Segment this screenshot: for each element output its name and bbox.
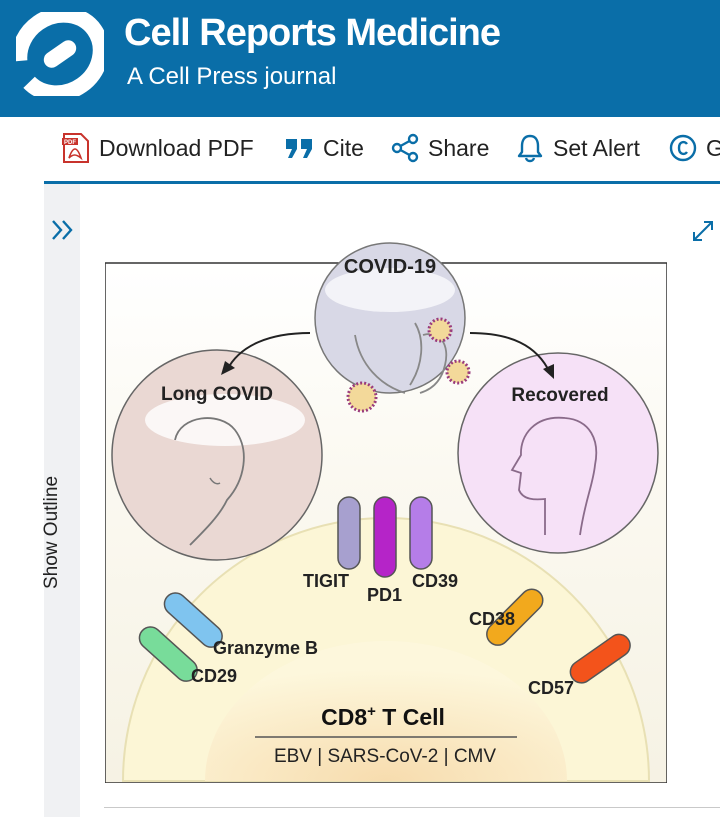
set-alert-button[interactable]: Set Alert <box>515 131 640 165</box>
quote-icon <box>286 139 312 158</box>
cite-button[interactable]: Cite <box>285 131 364 165</box>
journal-logo-icon[interactable] <box>16 12 104 96</box>
set-alert-label: Set Alert <box>553 134 640 161</box>
cd39-receptor <box>409 496 433 570</box>
get-rights-label: G <box>706 135 720 162</box>
pd1-receptor <box>373 496 397 578</box>
journal-header: Cell Reports Medicine A Cell Press journ… <box>0 0 720 117</box>
tigit-receptor <box>337 496 361 570</box>
long-covid-label: Long COVID <box>161 384 273 405</box>
cd57-receptor <box>569 633 631 684</box>
share-icon <box>391 133 419 163</box>
outline-sidebar: Show Outline <box>41 184 80 817</box>
tigit-label: TIGIT <box>303 571 349 591</box>
journal-subtitle: A Cell Press journal <box>127 63 337 90</box>
long-covid-circle <box>111 349 323 561</box>
cd8-t-cell-label: CD8+ T Cell <box>321 703 445 730</box>
share-label: Share <box>428 134 490 161</box>
cd29-label: CD29 <box>191 666 237 686</box>
cite-label: Cite <box>323 134 364 161</box>
share-button[interactable]: Share <box>390 131 489 165</box>
graphical-abstract[interactable]: COVID-19 Long COVID Recovered TIGIT PD1 … <box>105 215 667 783</box>
cd57-label: CD57 <box>528 678 574 698</box>
viruses-label: EBV | SARS-CoV-2 | CMV <box>274 746 496 767</box>
download-pdf-label: Download PDF <box>99 134 254 161</box>
pd1-label: PD1 <box>367 585 402 605</box>
granzyme-b-label: Granzyme B <box>213 638 318 658</box>
get-rights-button[interactable]: G <box>668 131 720 165</box>
recovered-label: Recovered <box>511 385 608 406</box>
recovered-circle <box>457 352 659 554</box>
granzyme-b-receptor <box>163 592 223 648</box>
cd38-label: CD38 <box>469 609 515 629</box>
pdf-icon: PDF <box>62 133 89 163</box>
covid-label: COVID-19 <box>344 256 436 278</box>
cd39-label: CD39 <box>412 571 458 591</box>
copyright-icon <box>669 134 697 162</box>
cd29-receptor <box>138 626 198 682</box>
article-toolbar: PDF Download PDF Cite Share Set Alert <box>44 117 720 184</box>
bell-icon <box>517 134 543 163</box>
svg-text:PDF: PDF <box>64 140 76 146</box>
cd38-receptor <box>486 588 544 646</box>
journal-title[interactable]: Cell Reports Medicine <box>124 12 501 54</box>
double-chevron-right-icon[interactable] <box>50 218 76 242</box>
show-outline-button[interactable]: Show Outline <box>41 475 62 589</box>
cell-nucleus <box>205 641 567 781</box>
download-pdf-button[interactable]: PDF Download PDF <box>61 131 254 165</box>
expand-icon[interactable] <box>690 218 716 244</box>
content-divider <box>104 807 720 808</box>
